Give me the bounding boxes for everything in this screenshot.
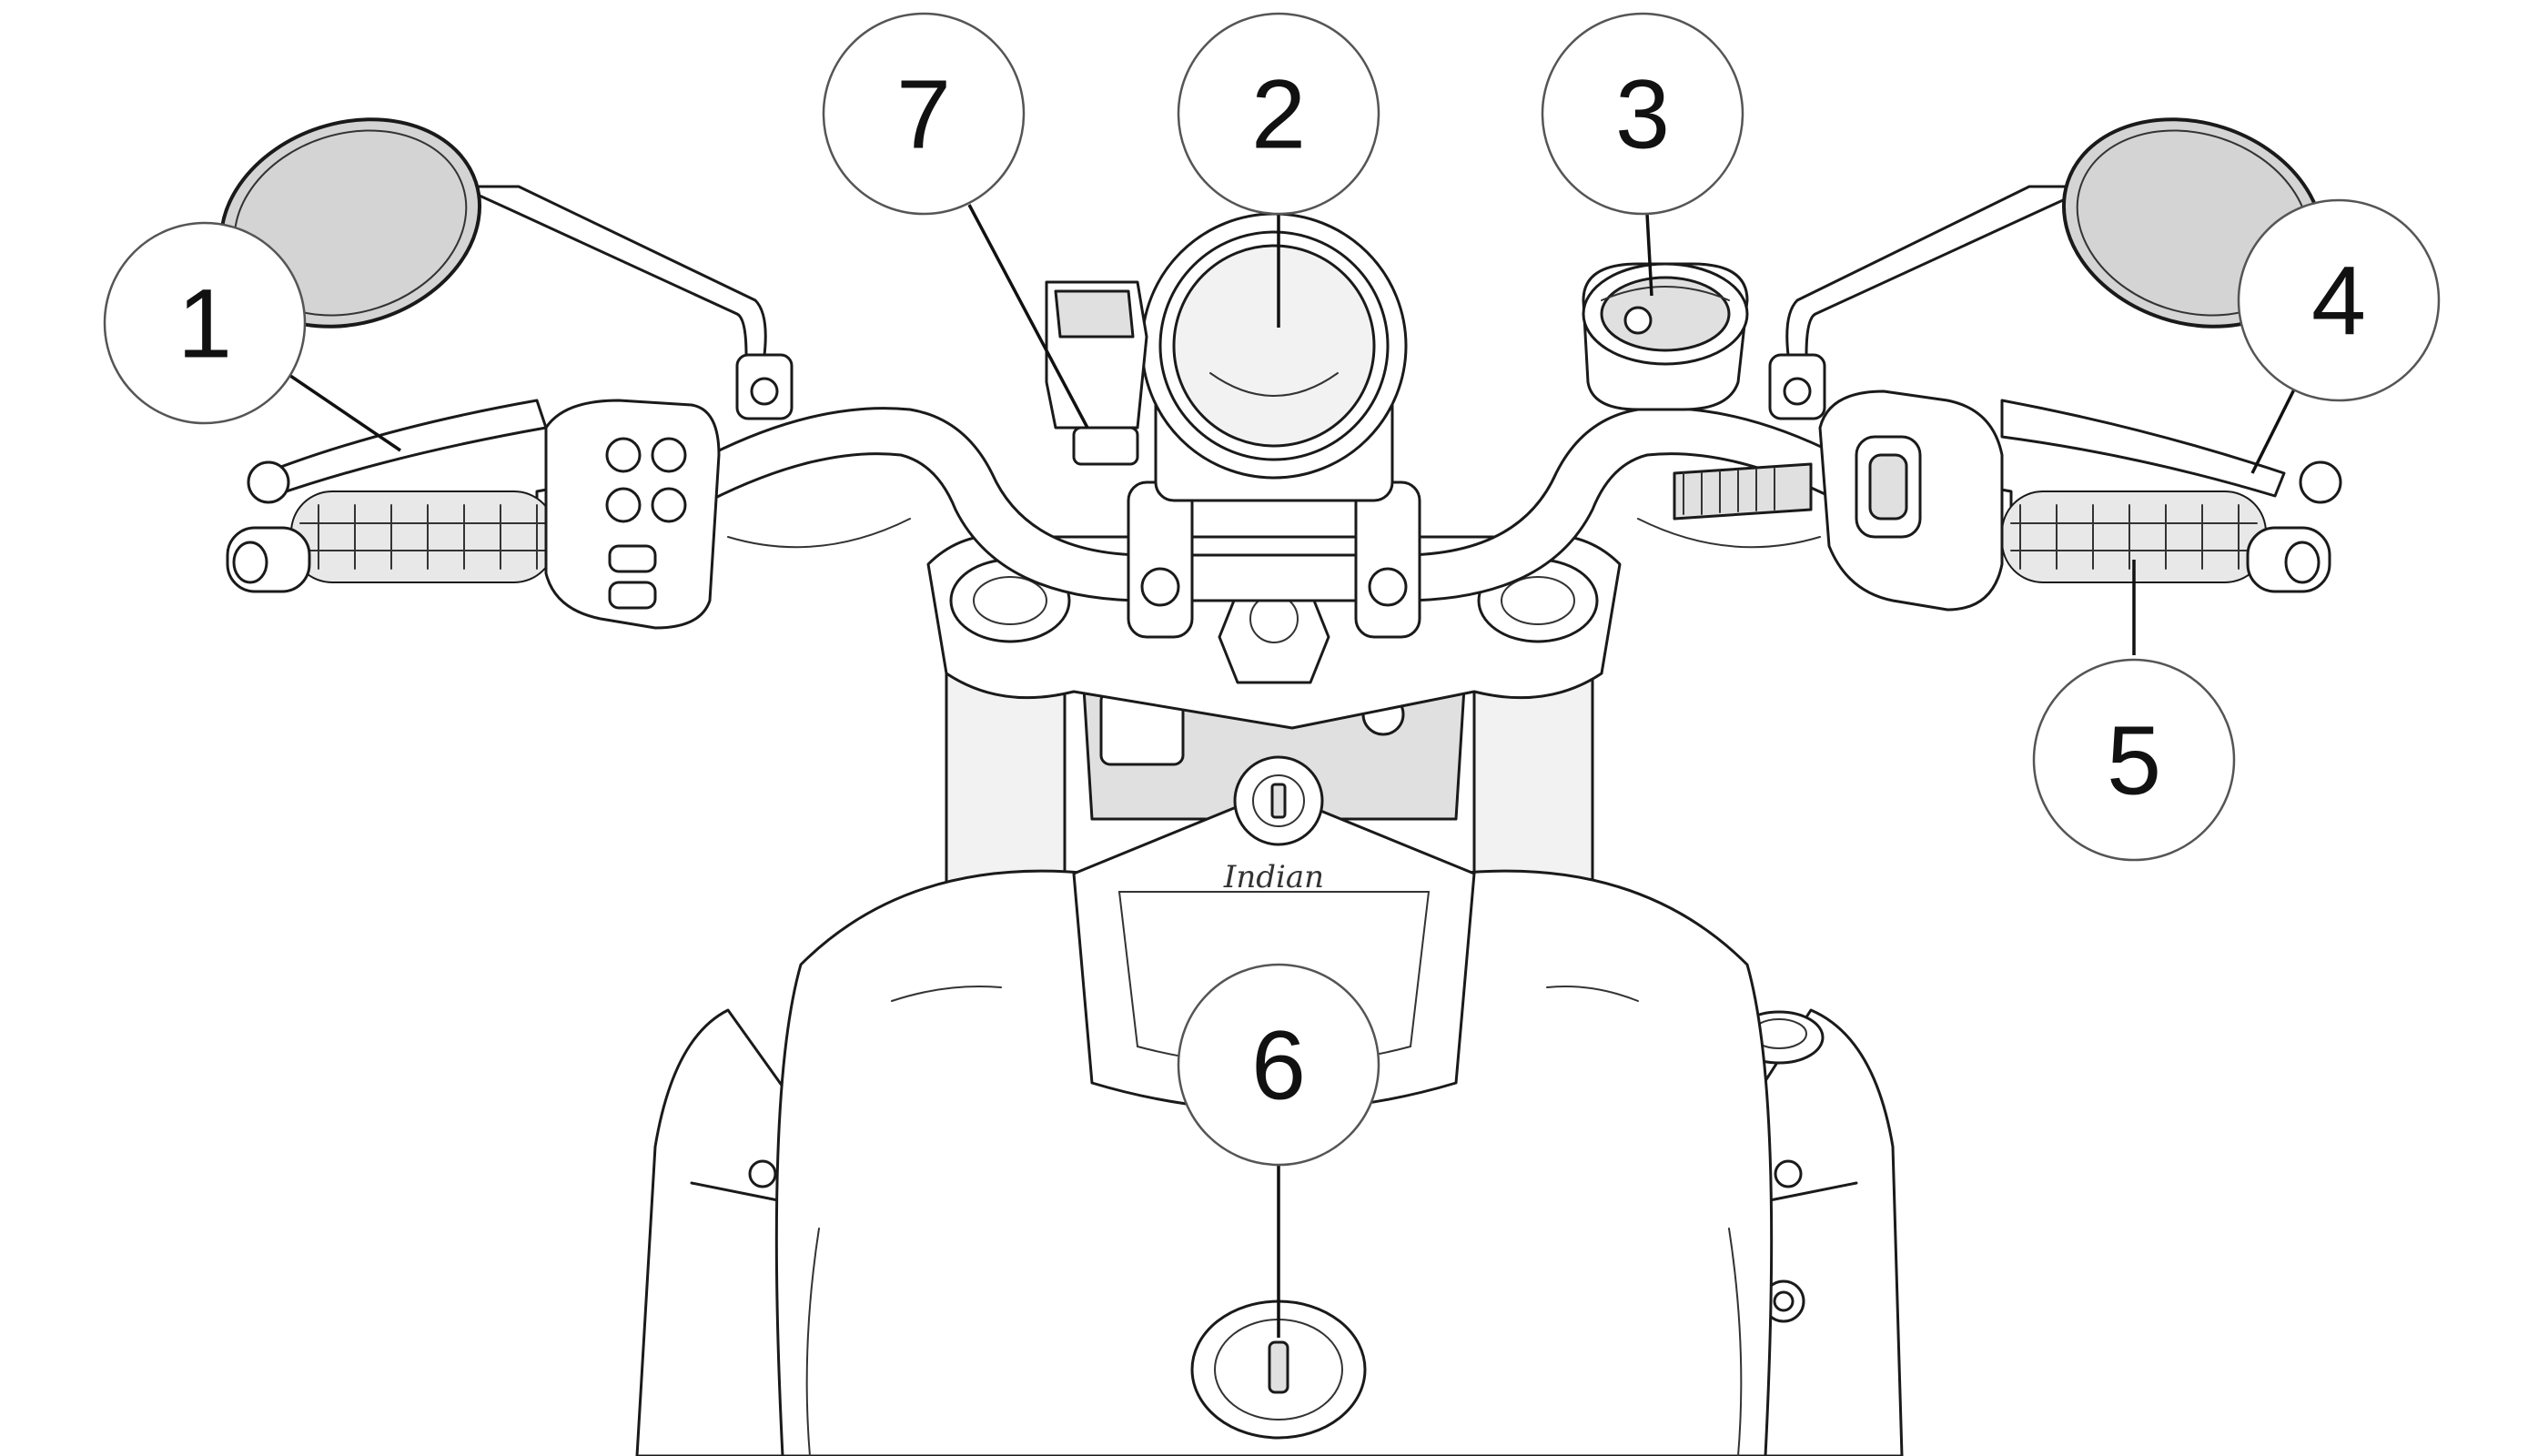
callout-4-number: 4 [2311,246,2366,356]
callout-2-number: 2 [1251,59,1306,169]
callout-3-number: 3 [1615,59,1670,169]
callout-5: 5 [2032,658,2236,862]
leader-lines [272,204,2300,1338]
callout-4: 4 [2237,198,2441,402]
callout-1-number: 1 [177,268,232,379]
callout-7: 7 [822,12,1026,216]
leader-3 [1645,213,1653,297]
right-controls [1582,262,2342,612]
callout-3: 3 [1541,12,1744,216]
frame [635,1008,1904,1456]
callout-7-number: 7 [896,59,951,169]
fork-tubes [945,635,1594,912]
leader-7 [967,204,1089,429]
callout-6: 6 [1177,963,1380,1167]
callout-6-number: 6 [1251,1010,1306,1120]
tank-logo: Indian [1223,859,1324,895]
aux-bracket [1045,280,1148,466]
callout-5-number: 5 [2107,705,2161,815]
leader-1 [272,362,401,452]
callout-1: 1 [103,221,307,425]
speedometer [1140,212,1408,502]
left-controls [226,399,721,630]
callout-2: 2 [1177,12,1380,216]
leader-4 [2250,381,2300,474]
handlebar [535,407,2013,639]
